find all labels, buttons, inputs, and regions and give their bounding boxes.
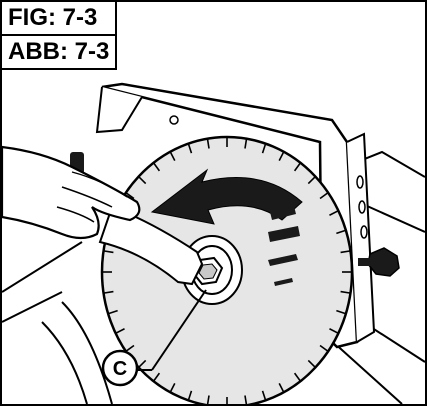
blade-slot (206, 138, 210, 149)
blade-slot (152, 372, 161, 382)
blade-slot (125, 344, 135, 352)
blade-slot (319, 192, 329, 200)
blade-slot (125, 192, 135, 200)
blade-slot (244, 395, 248, 404)
blade-slot (103, 250, 114, 254)
blade-slot (278, 151, 285, 161)
figure-label: FIG: 7-3 ABB: 7-3 (2, 2, 118, 70)
blade-slot (307, 175, 316, 185)
blade-slot (107, 309, 118, 315)
blade-slot (261, 390, 267, 401)
blade-slot (329, 328, 339, 335)
blade-slot (187, 390, 193, 401)
blade-slot (169, 383, 176, 393)
blade-slot (329, 209, 339, 216)
blade-slot (115, 328, 125, 335)
blade-slot (340, 290, 351, 294)
hand (2, 145, 141, 240)
blade-slot (169, 151, 176, 161)
blade-slot (336, 309, 347, 315)
blade-slot (152, 162, 161, 172)
blade-slot (261, 143, 267, 154)
blade-slot (319, 344, 329, 352)
blade-slot (244, 138, 248, 149)
blade-slot (187, 143, 193, 154)
blade-slot (307, 359, 316, 369)
blade-slot (103, 290, 114, 294)
wrench-icon (98, 205, 204, 286)
blade-slot (293, 372, 302, 382)
callout-c: C (101, 289, 207, 387)
blade-segment-slots (102, 137, 352, 404)
blade-slot (293, 162, 302, 172)
blade-slot (138, 175, 147, 185)
figure-label-en: FIG: 7-3 (8, 4, 98, 31)
lock-knob-icon (358, 247, 400, 277)
rotation-dashes (268, 206, 300, 286)
blade-slot (336, 229, 347, 235)
blade-slot (278, 383, 285, 393)
blade-slot (206, 395, 210, 404)
figure-label-de: ABB: 7-3 (2, 34, 116, 68)
blade-slot (340, 250, 351, 254)
blade-slot (138, 359, 147, 369)
callout-letter: C (113, 358, 127, 380)
curved-arrow-icon (150, 168, 303, 225)
hand-with-wrench (2, 145, 204, 286)
